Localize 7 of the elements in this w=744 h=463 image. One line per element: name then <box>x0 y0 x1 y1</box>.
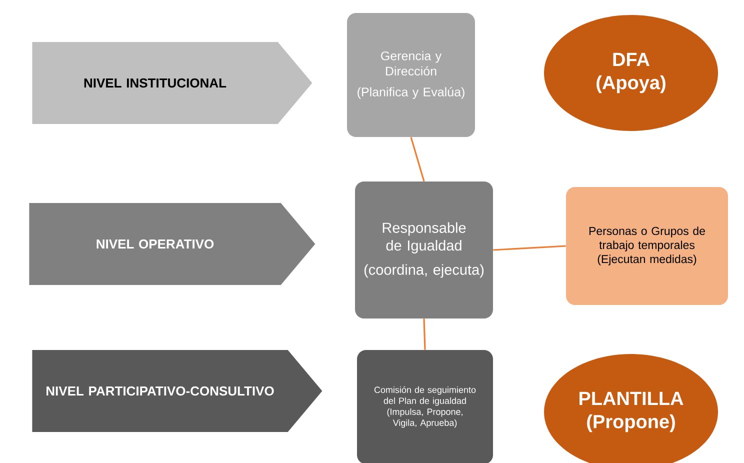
connector-line <box>410 136 425 182</box>
role-box: Responsable de Igualdad (coordina, ejecuta) <box>355 182 493 318</box>
connector-line <box>423 318 426 350</box>
connector-line <box>493 245 566 251</box>
role-box: Comisión de seguimiento del Plan de igualdad (Impulsa, Propone, Vigila, Aprueba) <box>357 350 493 463</box>
role-box: Personas o Grupos de trabajo temporales (Ejecutan medidas) <box>566 187 728 305</box>
role-box: Gerencia y Dirección (Planifica y Evalúa) <box>347 13 475 137</box>
